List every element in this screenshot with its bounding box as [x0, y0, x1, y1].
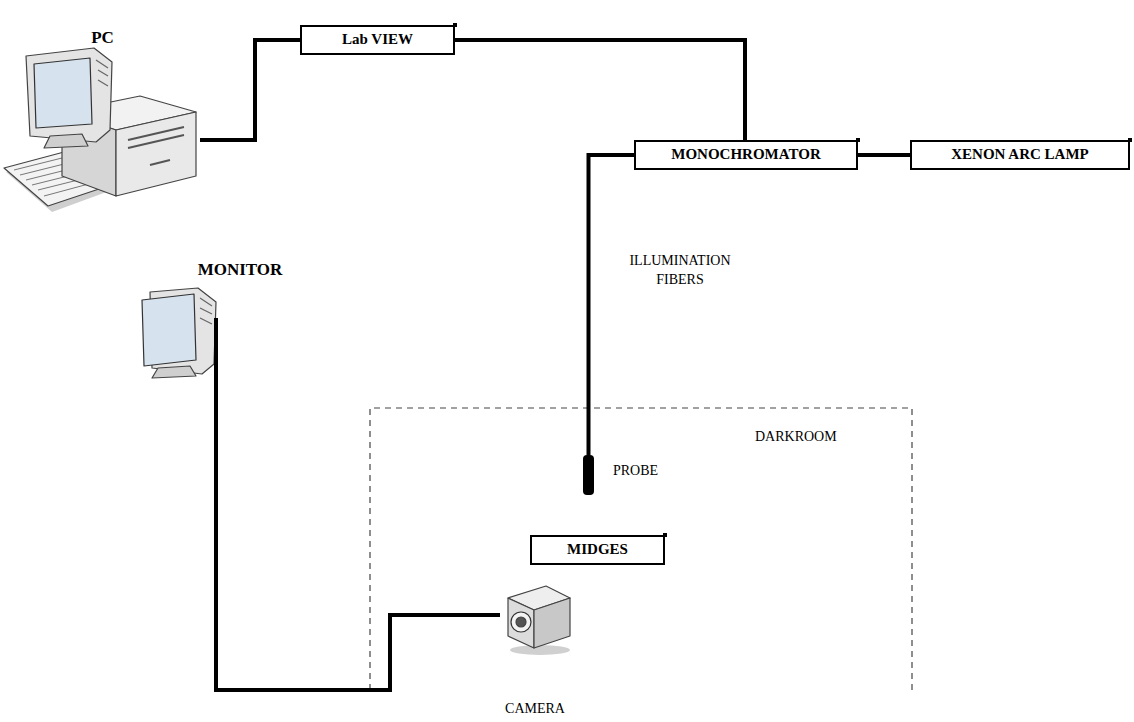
node-label: DARKROOM [755, 429, 875, 445]
camera-lens [511, 612, 531, 632]
camera-icon [508, 586, 570, 655]
node-label: PROBE [613, 463, 673, 479]
device-box: MONOCHROMATOR [634, 140, 858, 170]
monitor-screen [34, 58, 92, 128]
box-label: MIDGES [567, 541, 628, 558]
corner-mark [1128, 138, 1132, 142]
computer-node: PC [5, 20, 200, 210]
monitor-stand [152, 366, 196, 378]
connector-line [200, 40, 300, 140]
monitor-node: MONITOR [140, 258, 216, 374]
tower-side [116, 112, 196, 196]
node-label: CAMERA [500, 701, 570, 717]
monitor-icon [142, 288, 216, 378]
camera-front [508, 598, 534, 648]
corner-mark [856, 138, 860, 142]
edge-label: ILLUMINATION FIBERS [603, 252, 757, 290]
connector-line [589, 155, 635, 455]
monitor-stand [44, 134, 88, 148]
corner-mark [453, 23, 457, 27]
software-box: Lab VIEW [300, 25, 455, 55]
connector-line [216, 318, 500, 690]
pc-icon [4, 48, 196, 212]
probe-node: PROBE [580, 455, 680, 500]
connector-line [455, 40, 745, 140]
node-label: MONITOR [140, 260, 340, 280]
camera-lens-inner [516, 617, 526, 627]
darkroom-region: DARKROOM PROBE MIDGES CAMERA [370, 407, 912, 722]
monitor-body [26, 48, 112, 142]
tower-drives [128, 127, 184, 165]
sample-box: MIDGES [530, 535, 665, 565]
monitor-screen [142, 294, 196, 366]
connector-line [858, 153, 910, 157]
box-label: XENON ARC LAMP [951, 146, 1089, 163]
box-label: MONOCHROMATOR [671, 146, 820, 163]
corner-mark [663, 533, 667, 537]
camera-node: CAMERA [500, 580, 570, 720]
probe-rod [583, 455, 594, 495]
box-label: Lab VIEW [342, 31, 413, 48]
monitor-vents [200, 298, 212, 324]
darkroom-outline [370, 408, 912, 690]
node-label: PC [5, 28, 200, 48]
device-box: XENON ARC LAMP [910, 140, 1130, 170]
monitor-vents [96, 60, 108, 86]
camera-side [534, 598, 570, 648]
